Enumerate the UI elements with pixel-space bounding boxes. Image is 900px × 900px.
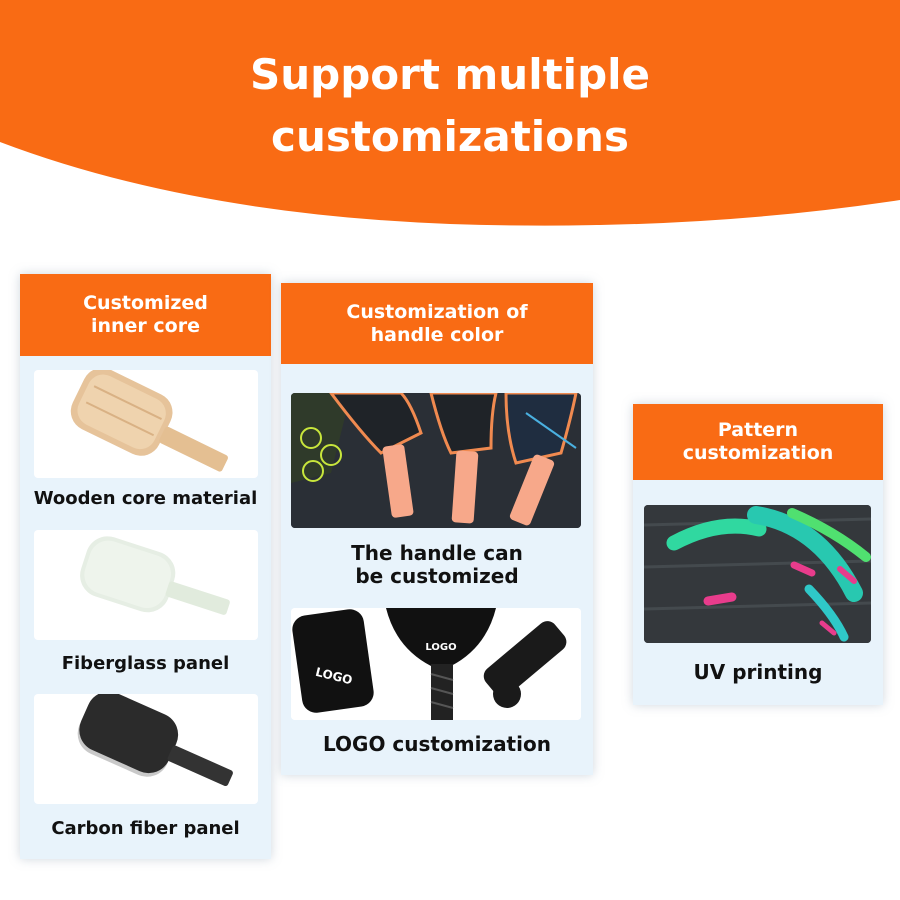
handle-color-header: Customization of handle color — [281, 283, 593, 364]
paddle-handles-icon — [291, 393, 581, 528]
uv-print-card[interactable] — [644, 505, 871, 643]
fiberglass-paddle-icon — [80, 536, 230, 615]
wooden-paddle-icon — [70, 370, 228, 472]
logo-caption: LOGO customization — [323, 732, 551, 756]
handle-card[interactable] — [291, 393, 581, 528]
banner-shape — [0, 0, 900, 226]
wooden-core-card[interactable] — [34, 370, 258, 478]
carbon-caption: Carbon fiber panel — [51, 818, 240, 839]
inner-core-panel: Customized inner core Wooden core materi… — [20, 274, 271, 859]
inner-core-header: Customized inner core — [20, 274, 271, 356]
uv-print-pattern-icon — [644, 505, 871, 643]
carbon-card[interactable] — [34, 694, 258, 804]
pattern-panel: Pattern customization UV printing — [633, 404, 883, 705]
header-banner: Support multiple customizations — [0, 0, 900, 240]
wooden-core-caption: Wooden core material — [33, 488, 258, 509]
fiberglass-card[interactable] — [34, 530, 258, 640]
logo-paddles-icon: LOGO LOGO — [291, 608, 581, 720]
uv-print-caption: UV printing — [693, 660, 823, 684]
page-title: Support multiple customizations — [249, 50, 651, 161]
handle-color-panel: Customization of handle color The handle… — [281, 283, 593, 775]
pattern-header: Pattern customization — [633, 404, 883, 480]
fiberglass-caption: Fiberglass panel — [61, 653, 230, 674]
carbon-paddle-icon — [77, 694, 233, 787]
logo-card[interactable]: LOGO LOGO — [291, 608, 581, 720]
handle-caption: The handle can be customized — [351, 541, 523, 588]
logo-text-2: LOGO — [425, 642, 456, 653]
